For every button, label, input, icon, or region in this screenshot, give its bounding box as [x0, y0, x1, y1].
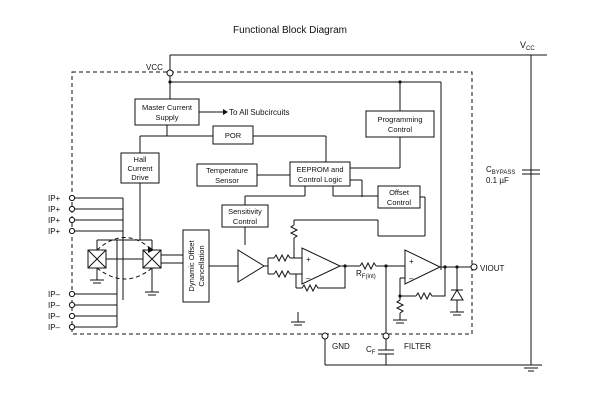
ip-minus-label: IP– — [48, 301, 61, 310]
opamp1-feedback — [296, 266, 346, 293]
ip-minus-label: IP– — [48, 323, 61, 332]
sensitivity-label-1: Sensitivity — [228, 207, 262, 216]
ip-minus-pin — [68, 312, 76, 320]
hall-label-3: Drive — [131, 173, 149, 182]
opamp1-plus: + — [306, 255, 311, 264]
ic-boundary — [71, 71, 473, 335]
ip-plus-pin — [68, 227, 76, 235]
ip-plus-label: IP+ — [48, 205, 61, 214]
cbypass-label: CBYPASS — [486, 165, 515, 176]
vcc-inner-label: VCC — [146, 63, 163, 72]
opamp2-feedback — [415, 267, 446, 301]
master-current-label-2: Supply — [156, 113, 179, 122]
ip-minus-pin — [68, 301, 76, 309]
eeprom-control-logic-block — [289, 161, 351, 187]
ip-plus-pins: IP+ IP+ IP+ IP+ — [48, 194, 124, 300]
preamp-triangle — [237, 249, 265, 283]
ip-minus-pins: IP– IP– IP– IP– — [48, 240, 118, 332]
eeprom-label-1: EEPROM and — [296, 165, 343, 174]
rf-int-resistor — [359, 261, 377, 271]
diagram-title: Functional Block Diagram — [233, 25, 347, 36]
dynamic-offset-label-2: Cancellation — [197, 245, 206, 286]
opamp1-minus: – — [306, 274, 311, 283]
ip-plus-pin — [68, 205, 76, 213]
filter-label: FILTER — [404, 342, 431, 351]
opamp-gain-stage — [301, 247, 342, 285]
offset-label-2: Control — [387, 198, 412, 207]
offset-resistor — [289, 224, 299, 239]
dynamic-offset-label-1: Dynamic Offset — [187, 240, 196, 292]
programming-label-2: Control — [388, 125, 413, 134]
ip-minus-pin — [68, 290, 76, 298]
ip-minus-label: IP– — [48, 290, 61, 299]
opamp2-minus: – — [409, 274, 414, 283]
opamp-output-stage — [404, 249, 442, 285]
master-current-supply-block — [134, 98, 200, 126]
temperature-label-1: Temperature — [206, 166, 248, 175]
hall-label-1: Hall — [134, 155, 147, 164]
sensitivity-label-2: Control — [233, 217, 258, 226]
opamp2-plus: + — [409, 257, 414, 266]
output-diode — [450, 289, 464, 301]
ip-plus-label: IP+ — [48, 227, 61, 236]
magnetic-field-loop — [96, 237, 153, 251]
ip-minus-pin — [68, 323, 76, 331]
por-block — [212, 125, 254, 145]
cf-label: CF — [366, 345, 376, 356]
ip-plus-pin — [68, 216, 76, 224]
programming-label-1: Programming — [377, 115, 422, 124]
temperature-label-2: Sensor — [215, 176, 239, 185]
ip-plus-label: IP+ — [48, 194, 61, 203]
vcc-top-label: VCC — [520, 40, 535, 52]
hall-current-drive-block — [120, 152, 160, 184]
to-all-subcircuits-label: To All Subcircuits — [229, 108, 289, 117]
viout-label: VIOUT — [480, 264, 505, 273]
master-current-label-1: Master Current — [142, 103, 193, 112]
vcc-pin — [166, 69, 174, 77]
output-divider-resistor — [395, 299, 405, 314]
ip-minus-label: IP– — [48, 312, 61, 321]
rf-label: RF(int) — [356, 269, 376, 280]
ip-plus-pin — [68, 194, 76, 202]
viout-pin — [470, 263, 478, 271]
gnd-label: GND — [332, 342, 350, 351]
filter-pin — [382, 332, 390, 340]
gnd-pin — [321, 332, 329, 340]
offset-label-1: Offset — [389, 188, 410, 197]
por-label: POR — [225, 131, 242, 140]
ip-plus-label: IP+ — [48, 216, 61, 225]
hall-label-2: Current — [127, 164, 153, 173]
eeprom-label-2: Control Logic — [298, 175, 342, 184]
cbypass-value: 0.1 µF — [486, 176, 509, 185]
